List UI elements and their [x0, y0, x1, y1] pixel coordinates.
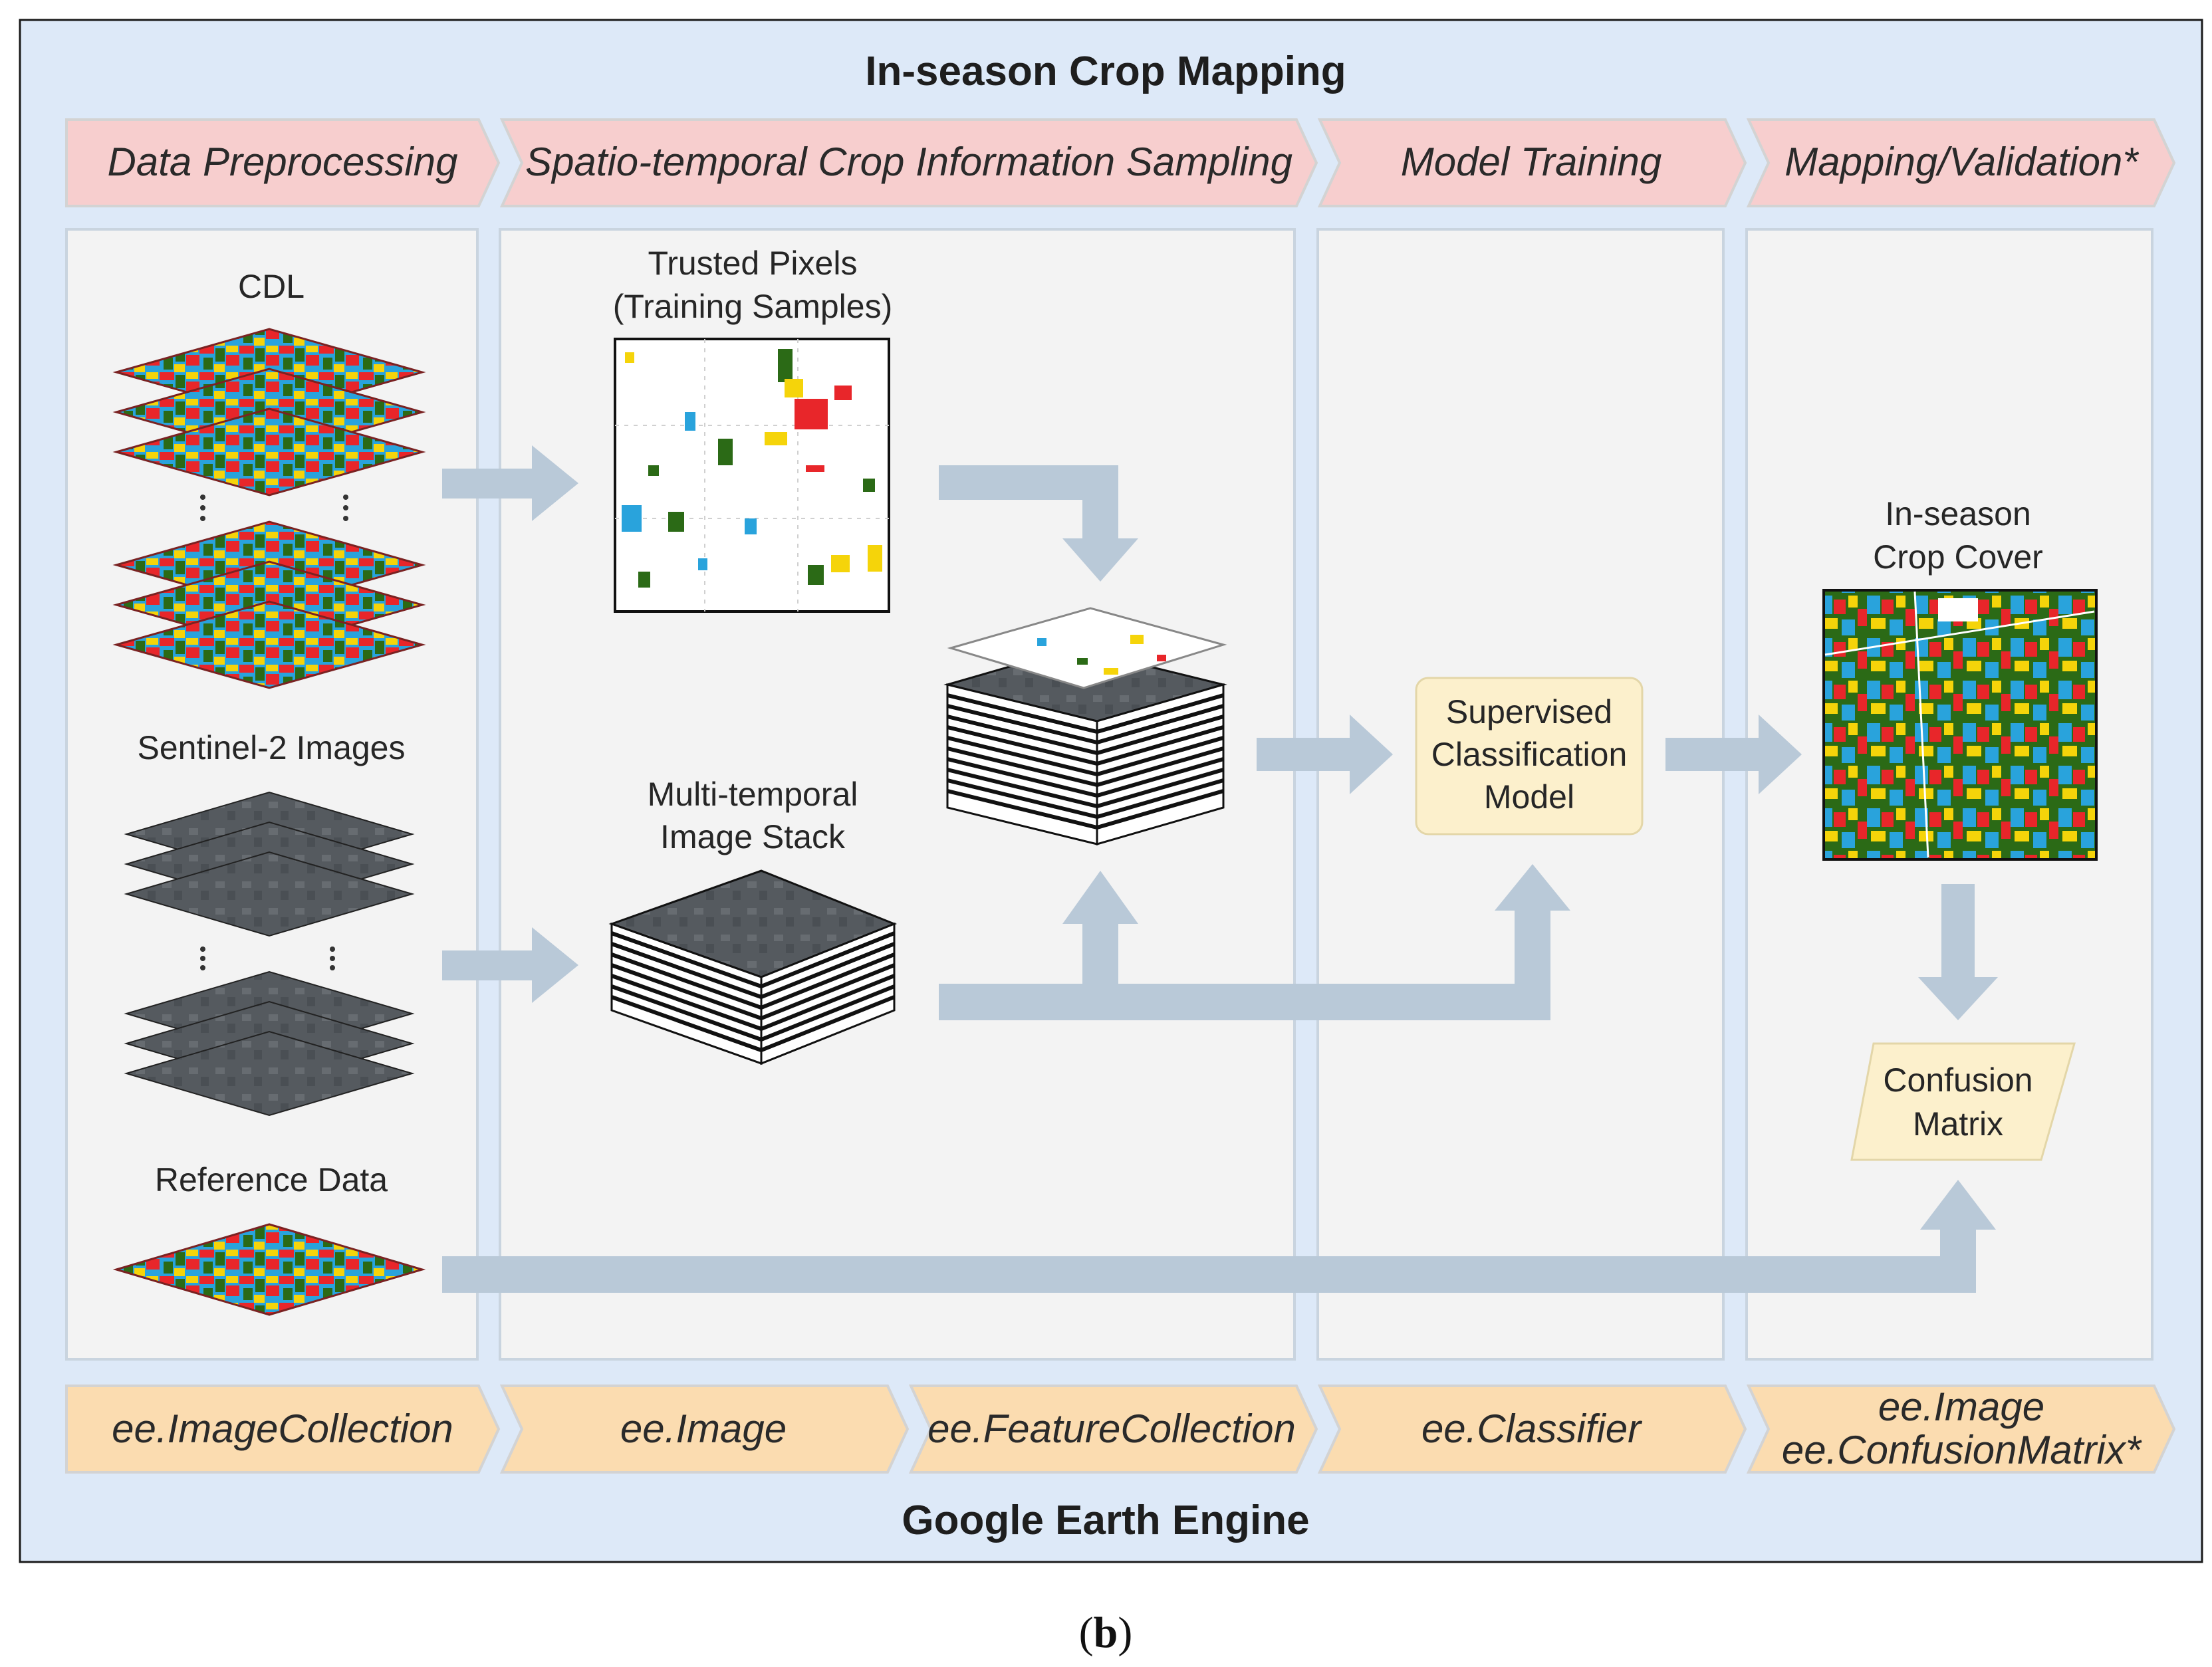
api-banner-1-bg	[65, 1385, 501, 1474]
flow-arrows	[442, 445, 1998, 1293]
stage-banner-4-label: Mapping/Validation*	[1784, 140, 2139, 184]
ellipsis-dots	[200, 495, 348, 521]
api-banner-2-label: ee.Image	[620, 1406, 787, 1451]
multi-temporal-stack	[608, 869, 898, 1065]
api-banner-3-label: ee.FeatureCollection	[927, 1406, 1296, 1451]
reference-map	[112, 1223, 426, 1316]
model-label-3: Model	[1484, 778, 1574, 816]
image-stack-label-2: Image Stack	[660, 818, 846, 855]
arrow-cdl-to-samples	[442, 445, 578, 521]
caption-close: )	[1118, 1609, 1132, 1657]
arrow-reference-to-confusion	[442, 1180, 1996, 1293]
trusted-pixels-label-2: (Training Samples)	[613, 288, 893, 325]
trusted-pixels-label-1: Trusted Pixels	[648, 245, 858, 282]
arrow-samples-to-stack	[939, 465, 1138, 582]
combined-stack	[943, 607, 1227, 845]
arrow-stack-to-model	[1257, 715, 1393, 794]
stage-banner-4-bg	[1746, 118, 2176, 207]
api-banner-5-label-2: ee.ConfusionMatrix*	[1782, 1428, 2142, 1472]
api-banner-4-bg	[1317, 1385, 1747, 1474]
api-banner-1-label: ee.ImageCollection	[112, 1406, 453, 1451]
confusion-matrix-box: Confusion Matrix	[1850, 1042, 2076, 1161]
classification-model-box: Supervised Classification Model	[1415, 677, 1644, 835]
caption-letter: b	[1094, 1609, 1118, 1657]
stage-banners: Data Preprocessing Spatio-temporal Crop …	[65, 118, 2176, 207]
api-banner-5-label-1: ee.Image	[1878, 1385, 2044, 1429]
stage-banner-1-label: Data Preprocessing	[108, 140, 458, 184]
model-label-1: Supervised	[1446, 693, 1612, 730]
api-banners: ee.ImageCollection ee.Image ee.FeatureCo…	[65, 1385, 2176, 1474]
stage-banner-2-bg	[499, 118, 1318, 207]
arrow-stack-branch	[939, 864, 1570, 1020]
cdl-label: CDL	[238, 268, 305, 305]
stage-banner-1-bg	[65, 118, 501, 207]
api-banner-4-label: ee.Classifier	[1421, 1406, 1642, 1451]
figure-caption: (b)	[1079, 1609, 1133, 1657]
stage-banner-3-bg	[1317, 118, 1747, 207]
diagram-title: In-season Crop Mapping	[865, 49, 1346, 94]
stage-banner-3-label: Model Training	[1401, 140, 1661, 184]
cdl-stack-top	[112, 328, 426, 497]
confusion-label-2: Matrix	[1913, 1105, 2003, 1143]
image-stack-label-1: Multi-temporal	[648, 776, 858, 813]
cdl-stack-bottom	[112, 520, 426, 689]
caption-open: (	[1079, 1609, 1094, 1657]
stage-banner-2-label: Spatio-temporal Crop Information Samplin…	[525, 140, 1292, 184]
sentinel-label: Sentinel-2 Images	[137, 729, 405, 766]
confusion-label-1: Confusion	[1883, 1061, 2032, 1099]
arrow-cover-to-confusion	[1918, 884, 1998, 1020]
api-banner-3-bg	[908, 1385, 1318, 1474]
crop-cover-label-1: In-season	[1885, 495, 2031, 532]
crop-cover-label-2: Crop Cover	[1873, 538, 2043, 576]
training-sample-layer	[947, 607, 1227, 689]
api-banner-5-bg	[1746, 1385, 2176, 1474]
sentinel-stack-bottom	[124, 970, 415, 1117]
arrow-sentinel-to-stack	[442, 927, 578, 1003]
api-banner-2-bg	[499, 1385, 910, 1474]
model-label-2: Classification	[1431, 736, 1628, 773]
crop-cover-map	[1822, 589, 2098, 861]
reference-label: Reference Data	[155, 1161, 388, 1198]
sentinel-stack-top	[124, 791, 415, 937]
trusted-pixels-map	[614, 338, 890, 613]
ellipsis-dots-2	[200, 946, 335, 970]
platform-footer: Google Earth Engine	[902, 1498, 1309, 1543]
arrow-model-to-cover	[1665, 715, 1802, 794]
